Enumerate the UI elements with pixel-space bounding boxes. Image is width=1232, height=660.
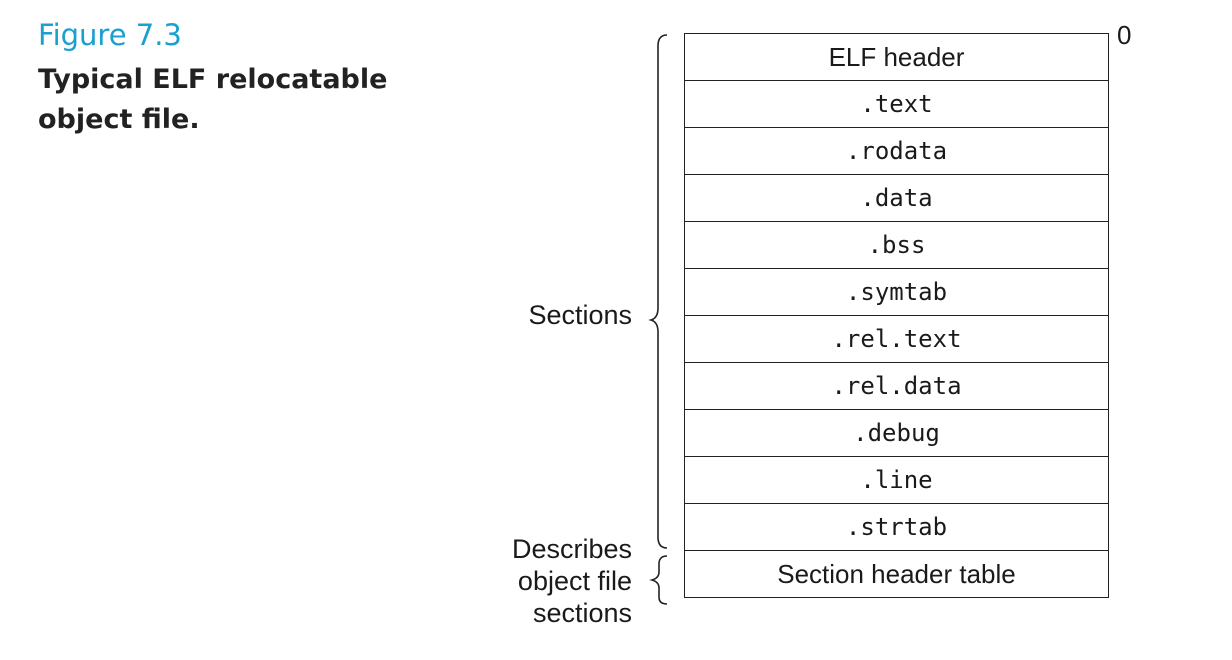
describes-brace-label: Describes object file sections: [512, 533, 632, 629]
offset-zero-label: 0: [1117, 20, 1132, 50]
describes-brace: [649, 555, 668, 605]
elf-row: .symtab: [685, 269, 1108, 316]
elf-row: .strtab: [685, 504, 1108, 551]
describes-line-1: Describes: [511, 534, 632, 564]
elf-row: .text: [685, 81, 1108, 128]
elf-row: .data: [685, 175, 1108, 222]
elf-row: .rel.text: [685, 316, 1108, 363]
figure-caption: Typical ELF relocatable object file.: [38, 60, 387, 140]
caption-line-1: Typical ELF relocatable: [38, 64, 388, 95]
elf-row: .rel.data: [685, 363, 1108, 410]
elf-row: .debug: [685, 410, 1108, 457]
elf-row: ELF header: [685, 34, 1108, 81]
describes-line-2: object file: [517, 566, 632, 596]
elf-row: .line: [685, 457, 1108, 504]
elf-row: Section header table: [685, 551, 1108, 598]
caption-line-2: object file.: [38, 104, 200, 135]
figure-number: Figure 7.3: [38, 18, 182, 52]
elf-layout-table: ELF header.text.rodata.data.bss.symtab.r…: [684, 33, 1109, 598]
sections-brace: [648, 34, 668, 549]
elf-row: .bss: [685, 222, 1108, 269]
describes-line-3: sections: [532, 598, 632, 628]
sections-brace-label: Sections: [528, 300, 632, 330]
elf-row: .rodata: [685, 128, 1108, 175]
